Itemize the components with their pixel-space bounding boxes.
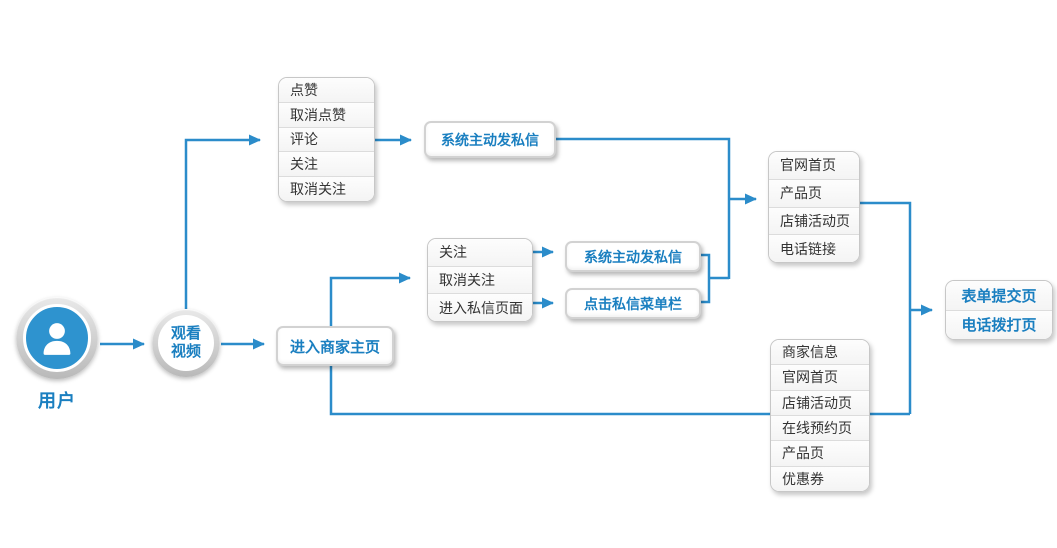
list-item-product-page: 产品页	[769, 179, 859, 208]
watch-video-line1: 观看	[170, 325, 201, 342]
connector-watch-to-interactions	[184, 134, 261, 310]
enter-merchant-home-box: 进入商家主页	[276, 326, 394, 366]
connector-enterhome-to-actions	[329, 272, 411, 326]
list-item-enter-dm-page: 进入私信页面	[428, 294, 532, 321]
user-label: 用户	[38, 391, 76, 411]
list-item-phone-link: 电话链接	[769, 235, 859, 262]
list-item-shop-activity: 店铺活动页	[769, 207, 859, 236]
list-item-merchant-info: 商家信息	[771, 340, 869, 366]
user-node	[16, 297, 98, 379]
list-item-form-submit-page: 表单提交页	[946, 281, 1052, 311]
merchant-home-actions-list: 关注 取消关注 进入私信页面	[427, 238, 533, 322]
list-item-follow2: 关注	[428, 239, 532, 267]
user-icon	[43, 323, 71, 355]
list-item-shop-activity2: 店铺活动页	[771, 390, 869, 416]
list-item-like: 点赞	[279, 78, 374, 103]
merchant-info-sections-list: 商家信息 官网首页 店铺活动页 在线预约页 产品页 优惠券	[770, 339, 870, 492]
conversion-pages-list: 表单提交页 电话拨打页	[945, 280, 1053, 340]
watch-video-line2: 视频	[170, 343, 201, 360]
click-dm-menu-box: 点击私信菜单栏	[565, 288, 701, 319]
video-interactions-list: 点赞 取消点赞 评论 关注 取消关注	[278, 77, 375, 202]
watch-video-node: 观看 视频	[152, 309, 220, 377]
list-item-official-home: 官网首页	[769, 152, 859, 180]
list-item-product-page2: 产品页	[771, 441, 869, 467]
list-item-unfollow: 取消关注	[279, 177, 374, 201]
watch-video-label: 观看 视频	[158, 315, 214, 371]
connector-sysdm-top-down	[554, 137, 731, 279]
list-item-official-home2: 官网首页	[771, 365, 869, 391]
list-item-unfollow2: 取消关注	[428, 266, 532, 295]
system-dm-top-box: 系统主动发私信	[424, 121, 556, 158]
list-item-unlike: 取消点赞	[279, 102, 374, 128]
list-item-online-booking: 在线预约页	[771, 415, 869, 442]
connector-homepage-links-down	[859, 201, 912, 414]
homepage-links-list: 官网首页 产品页 店铺活动页 电话链接	[768, 151, 860, 263]
list-item-comment: 评论	[279, 127, 374, 153]
user-avatar	[23, 304, 91, 372]
connector-enterhome-bottom-across	[329, 362, 910, 416]
list-item-coupon: 优惠券	[771, 466, 869, 491]
list-item-follow: 关注	[279, 152, 374, 178]
system-dm-mid-box: 系统主动发私信	[565, 241, 701, 272]
list-item-phone-call-page: 电话拨打页	[946, 310, 1052, 339]
